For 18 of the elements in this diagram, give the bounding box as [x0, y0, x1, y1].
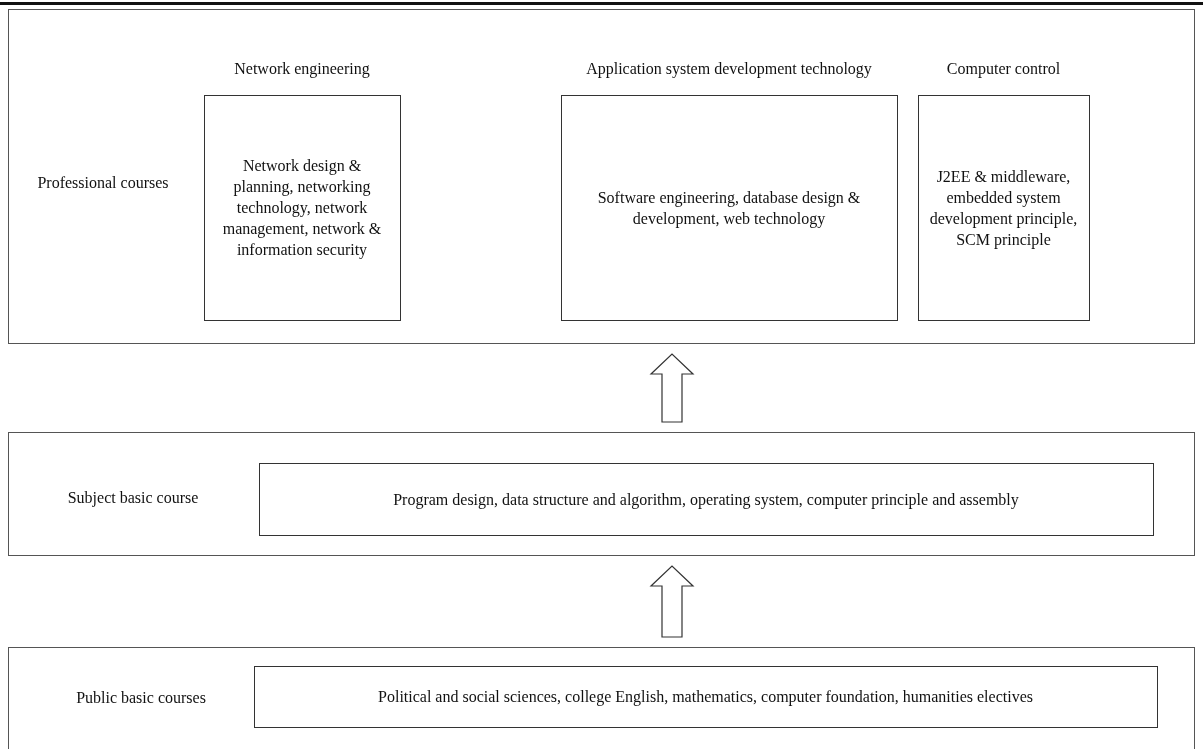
course-box [253, 665, 1158, 728]
course-list: J2EE & middleware, embedded system development principle, SCM principle [918, 165, 1089, 250]
course-band [8, 432, 1195, 556]
course-box [258, 462, 1154, 536]
course-list: Software engineering, database design & development, web technology [561, 186, 897, 229]
course-band [8, 647, 1195, 749]
course-band [8, 9, 1195, 344]
band-label: Subject basic course [67, 488, 199, 508]
band-label: Public basic courses [76, 688, 206, 708]
course-list: Network design & planning, networking technology, network management, network & information security [204, 155, 400, 260]
block-arrow [649, 353, 695, 423]
block-arrow [649, 565, 695, 638]
box-heading: Network engineering [233, 58, 371, 80]
band-label: Professional courses [37, 173, 169, 193]
box-heading: Computer control [945, 58, 1062, 80]
course-list: Political and social sciences, college English, mathematics, computer foundation, humanities electives [370, 686, 1041, 707]
box-heading: Application system development technology [585, 58, 873, 80]
course-list: Program design, data structure and algorithm, operating system, computer principle and assembly [385, 488, 1027, 510]
